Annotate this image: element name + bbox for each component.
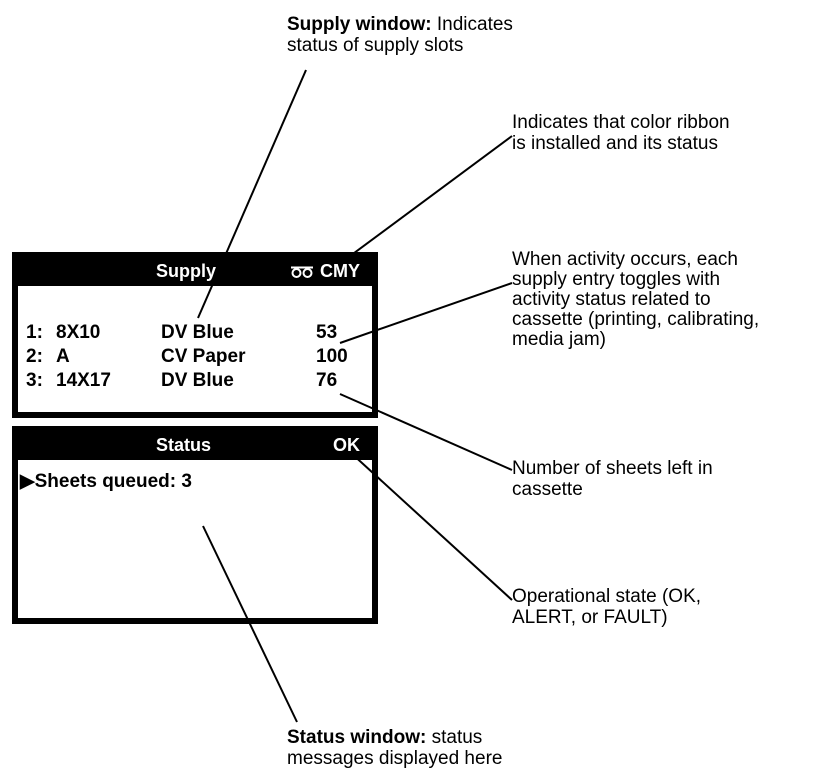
callout-activity: When activity occurs, each supply entry … (512, 250, 759, 350)
supply-slot-number: 2: (26, 346, 43, 367)
callout-sheets-left-line2: cassette (512, 479, 583, 500)
callout-sheets-left-line1: Number of sheets left in (512, 458, 713, 479)
callout-ribbon: Indicates that color ribbon is installed… (512, 112, 730, 154)
callout-activity-line4: cassette (printing, calibrating, (512, 309, 760, 330)
supply-sheet-count: 100 (316, 346, 348, 367)
supply-sheet-count: 53 (316, 322, 338, 343)
supply-title: Supply (156, 261, 217, 281)
supply-media-type: DV Blue (161, 370, 234, 391)
ribbon-indicator: CMY (290, 261, 360, 282)
callout-activity-line5: media jam) (512, 329, 606, 350)
supply-sheet-count: 76 (316, 370, 338, 391)
callout-activity-line1: When activity occurs, each (512, 249, 738, 270)
callout-operational-line2: ALERT, or FAULT) (512, 607, 668, 628)
ribbon-icon (291, 266, 313, 278)
ribbon-label: CMY (320, 261, 360, 281)
callout-supply-window-line1: Indicates (431, 14, 513, 35)
supply-media-size: 14X17 (56, 370, 111, 391)
operational-state: OK (333, 435, 360, 455)
supply-media-type: DV Blue (161, 322, 234, 343)
status-window: Status OK ▶Sheets queued: 3 (12, 426, 378, 624)
status-message: ▶Sheets queued: 3 (20, 471, 192, 492)
callout-activity-line2: supply entry toggles with (512, 269, 721, 290)
supply-window: Supply CMY 1: 8X10 DV Blue 53 2: A CV Pa… (12, 252, 378, 418)
callout-activity-line3: activity status related to (512, 289, 711, 310)
supply-media-type: CV Paper (161, 346, 246, 367)
callout-ribbon-line2: is installed and its status (512, 133, 718, 154)
callout-supply-window-line2: status of supply slots (287, 35, 464, 56)
supply-media-size: 8X10 (56, 322, 101, 343)
callout-status-window-line2: messages displayed here (287, 748, 503, 769)
callout-supply-window: Supply window: Indicates status of suppl… (287, 14, 513, 56)
supply-media-size: A (56, 346, 70, 367)
callout-sheets-left: Number of sheets left in cassette (512, 458, 713, 500)
supply-slot-number: 3: (26, 370, 43, 391)
callout-operational: Operational state (OK, ALERT, or FAULT) (512, 586, 701, 628)
supply-header: Supply CMY (18, 258, 372, 286)
callout-status-window-line1: status (426, 727, 483, 748)
callout-status-window-bold: Status window: (287, 727, 427, 748)
leader-ribbon (341, 135, 513, 263)
supply-slot-number: 1: (26, 322, 43, 343)
callout-status-window: Status window: status messages displayed… (287, 727, 502, 769)
callout-supply-window-bold: Supply window: (287, 14, 432, 35)
status-title: Status (156, 435, 212, 455)
status-header: Status OK (18, 432, 372, 460)
callout-ribbon-line1: Indicates that color ribbon (512, 112, 730, 133)
callout-operational-line1: Operational state (OK, (512, 586, 702, 607)
